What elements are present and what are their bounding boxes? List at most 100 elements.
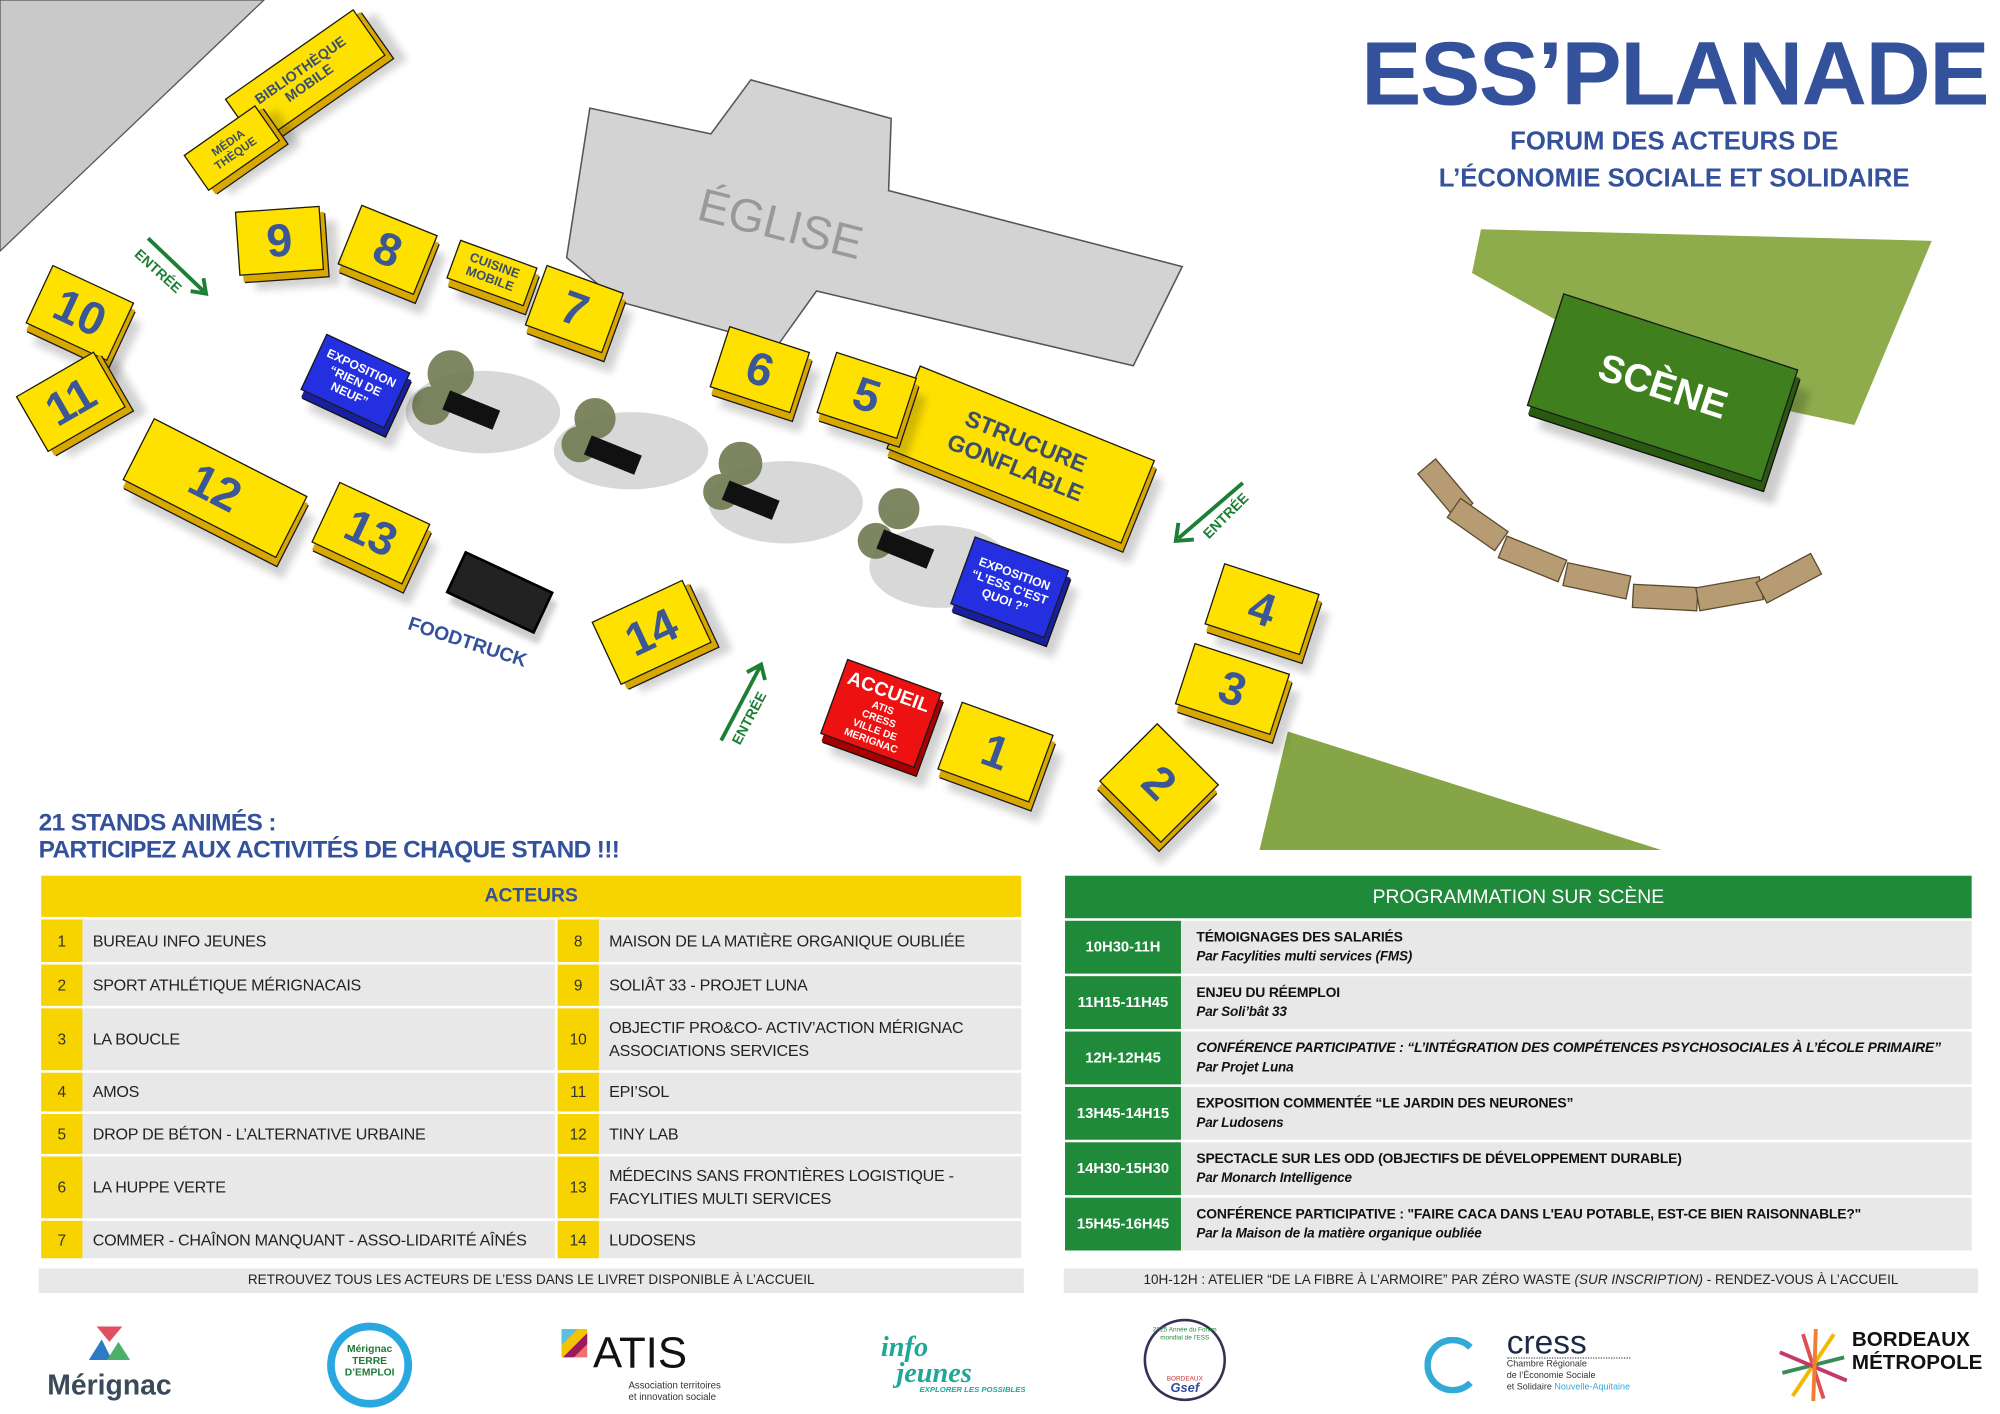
logo-text: cress bbox=[1506, 1325, 1631, 1359]
grass-stage-area bbox=[1471, 229, 1932, 425]
merignac-triangles-icon bbox=[88, 1326, 131, 1360]
stage-benches bbox=[1416, 458, 1823, 612]
programme-time: 14H30-15H30 bbox=[1065, 1142, 1181, 1196]
programme-row: 13H45-14H15 EXPOSITION COMMENTÉE “LE JARD… bbox=[1065, 1086, 1972, 1140]
acteur-name: BUREAU INFO JEUNES bbox=[92, 931, 267, 950]
event-speaker: Par la Maison de la matière organique ou… bbox=[1196, 1226, 1482, 1242]
cress-swirl-icon bbox=[1424, 1336, 1482, 1394]
programme-event: CONFÉRENCE PARTICIPATIVE : "FAIRE CACA D… bbox=[1181, 1198, 1972, 1251]
logo-text: BORDEAUX bbox=[1166, 1375, 1203, 1384]
logo-text: Chambre Régionale bbox=[1506, 1359, 1587, 1369]
entrance-arrow-left bbox=[146, 236, 209, 296]
acteur-cell: 9 SOLIÂT 33 - PROJET LUNA bbox=[554, 964, 1021, 1006]
programme-time: 15H45-16H45 bbox=[1065, 1197, 1181, 1251]
logo-text: BORDEAUX bbox=[1851, 1329, 1970, 1351]
logo-merignac: Mérignac bbox=[39, 1326, 181, 1402]
acteur-cell: 6 LA HUPPE VERTE bbox=[41, 1156, 555, 1219]
acteur-name: MÉDECINS SANS FRONTIÈRES LOGISTIQUE - FA… bbox=[609, 1166, 954, 1208]
building-top-left bbox=[0, 0, 265, 253]
stand-number: 4 bbox=[41, 1072, 83, 1112]
stands-heading: 21 STANDS ANIMÉS : bbox=[38, 810, 277, 838]
logo-text: de l’Économie Sociale bbox=[1506, 1371, 1596, 1381]
acteur-cell: 14 LUDOSENS bbox=[554, 1220, 1021, 1259]
logo-text: ATIS bbox=[592, 1329, 688, 1378]
stand-number: 12 bbox=[557, 1113, 599, 1154]
programme-time: 13H45-14H15 bbox=[1065, 1086, 1181, 1140]
stand-number: 3 bbox=[41, 1008, 83, 1071]
acteur-name: LA HUPPE VERTE bbox=[92, 1178, 226, 1197]
programme-row: 15H45-16H45 CONFÉRENCE PARTICIPATIVE : "F… bbox=[1065, 1197, 1972, 1251]
acteur-name: LA BOUCLE bbox=[92, 1030, 180, 1049]
acteur-cell: 1 BUREAU INFO JEUNES bbox=[41, 919, 555, 963]
programme-note: 10H-12H : ATELIER “DE LA FIBRE À L’ARMOI… bbox=[1063, 1268, 1979, 1293]
acteurs-header: ACTEURS bbox=[41, 875, 1022, 917]
logo-text: Nouvelle-Aquitaine bbox=[1554, 1383, 1631, 1393]
acteur-name: SPORT ATHLÉTIQUE MÉRIGNACAIS bbox=[92, 976, 362, 995]
acteur-name: SOLIÂT 33 - PROJET LUNA bbox=[609, 976, 808, 995]
stand-number: 8 bbox=[557, 919, 599, 963]
stands-subheading: PARTICIPEZ AUX ACTIVITÉS DE CHAQUE STAND… bbox=[38, 837, 620, 865]
stand-number: 13 bbox=[557, 1156, 599, 1219]
programme-row: 10H30-11H TÉMOIGNAGES DES SALARIÉS Par Fac… bbox=[1065, 920, 1972, 974]
event-speaker: Par Ludosens bbox=[1196, 1115, 1284, 1131]
logo-text: 2025 Année du Forum mondial de l’ESS bbox=[1152, 1326, 1217, 1342]
event-speaker: Par Monarch Intelligence bbox=[1196, 1170, 1352, 1187]
logo-text: TERRE bbox=[352, 1354, 388, 1367]
logo-cress: cress Chambre Régionale de l’Économie Soc… bbox=[1424, 1325, 1631, 1394]
note-italic: (SUR INSCRIPTION) bbox=[1574, 1272, 1703, 1288]
entrance-arrow-right bbox=[1173, 481, 1245, 543]
acteur-name: AMOS bbox=[92, 1083, 140, 1102]
logo-gsef: 2025 Année du Forum mondial de l’ESS BOR… bbox=[1143, 1318, 1227, 1402]
stand-number: 2 bbox=[41, 964, 83, 1006]
stand-number: 9 bbox=[557, 964, 599, 1006]
acteur-name: LUDOSENS bbox=[609, 1230, 696, 1249]
stand-number: 6 bbox=[41, 1156, 83, 1219]
logo-text: Mérignac bbox=[346, 1343, 393, 1355]
programme-table: PROGRAMMATION SUR SCÈNE 10H30-11H TÉMOIGN… bbox=[1065, 875, 1972, 1251]
picnic-tables bbox=[442, 390, 935, 569]
event-title: TÉMOIGNAGES DES SALARIÉS bbox=[1196, 929, 1403, 946]
programme-header: PROGRAMMATION SUR SCÈNE bbox=[1065, 875, 1972, 919]
acteur-name: EPI’SOL bbox=[609, 1083, 670, 1102]
acteur-cell: 3 LA BOUCLE bbox=[41, 1008, 555, 1071]
stand-number: 1 bbox=[41, 919, 83, 963]
logo-text: Association territoires bbox=[628, 1379, 721, 1391]
stand-number: 7 bbox=[41, 1220, 83, 1259]
event-title: EXPOSITION COMMENTÉE “LE JARDIN DES NEUR… bbox=[1196, 1095, 1574, 1112]
entrance-arrow-bottom bbox=[719, 661, 767, 742]
programme-event: SPECTACLE SUR LES ODD (OBJECTIFS DE DÉVE… bbox=[1181, 1142, 1972, 1195]
logo-text: et innovation sociale bbox=[628, 1390, 716, 1403]
programme-time: 10H30-11H bbox=[1065, 920, 1181, 974]
stand-9[interactable]: 9 bbox=[234, 205, 325, 276]
bordeaux-burst-icon bbox=[1779, 1329, 1848, 1402]
logo-info-jeunes: info jeunes EXPLORER LES POSSIBLES bbox=[881, 1332, 1026, 1396]
programme-event: EXPOSITION COMMENTÉE “LE JARDIN DES NEUR… bbox=[1181, 1087, 1972, 1140]
acteur-name: DROP DE BÉTON - L’ALTERNATIVE URBAINE bbox=[92, 1124, 426, 1143]
logo-text: jeunes bbox=[896, 1356, 972, 1389]
programme-time: 11H15-11H45 bbox=[1065, 976, 1181, 1029]
event-title: CONFÉRENCE PARTICIPATIVE : "FAIRE CACA D… bbox=[1196, 1206, 1862, 1223]
stand-number: 14 bbox=[557, 1220, 599, 1259]
event-speaker: Par Facylities multi services (FMS) bbox=[1196, 949, 1413, 965]
grass-bottom-right bbox=[1259, 731, 1662, 850]
logo-text: EXPLORER LES POSSIBLES bbox=[919, 1386, 1026, 1395]
atis-squares-icon bbox=[561, 1329, 588, 1358]
event-title: SPECTACLE SUR LES ODD (OBJECTIFS DE DÉVE… bbox=[1196, 1151, 1682, 1167]
